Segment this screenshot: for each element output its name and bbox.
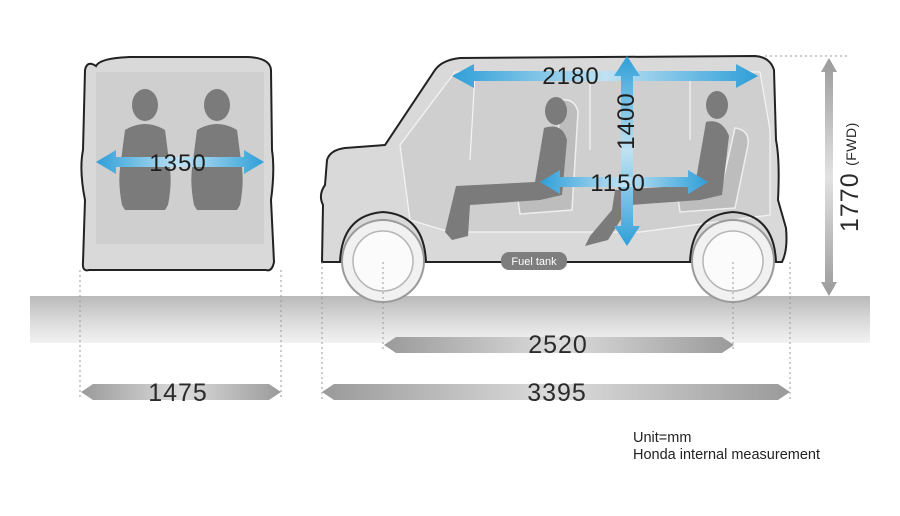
interior-width-arrow [96, 150, 264, 174]
interior-width-label: 1350 [149, 150, 206, 177]
overall-height-label: 1770 (FWD) [836, 122, 864, 232]
fuel-tank [501, 252, 567, 270]
ground-band [30, 296, 870, 343]
overall-width-bar [81, 384, 281, 400]
tandem-distance-arrow [540, 170, 708, 194]
overall-width-label: 1475 [148, 379, 208, 407]
front-wheel-icon [341, 219, 425, 303]
rear-seat-icon [677, 127, 749, 213]
wheelbase-bar [384, 337, 734, 353]
unit-note: Unit=mm [633, 430, 692, 446]
side-view: Fuel tank 2180 1400 1150 [319, 54, 850, 400]
interior-height-arrow [614, 56, 640, 246]
interior-height-label: 1400 [613, 92, 640, 149]
wheelbase-label: 2520 [528, 331, 588, 359]
rear-wheel-icon [691, 219, 775, 303]
overall-length-bar [322, 384, 790, 400]
fuel-tank-label: Fuel tank [511, 256, 557, 268]
interior-length-arrow [452, 64, 758, 88]
notes-block: Unit=mm Honda internal measurement [633, 430, 820, 464]
interior-length-label: 2180 [542, 63, 599, 90]
overall-length-label: 3395 [527, 379, 587, 407]
tandem-distance-label: 1150 [590, 170, 646, 197]
source-note: Honda internal measurement [633, 447, 820, 463]
overall-height-bar [821, 58, 837, 296]
overall-height-suffix: (FWD) [843, 122, 859, 166]
overall-height-value: 1770 [836, 172, 864, 232]
front-view: 1350 [79, 56, 282, 400]
